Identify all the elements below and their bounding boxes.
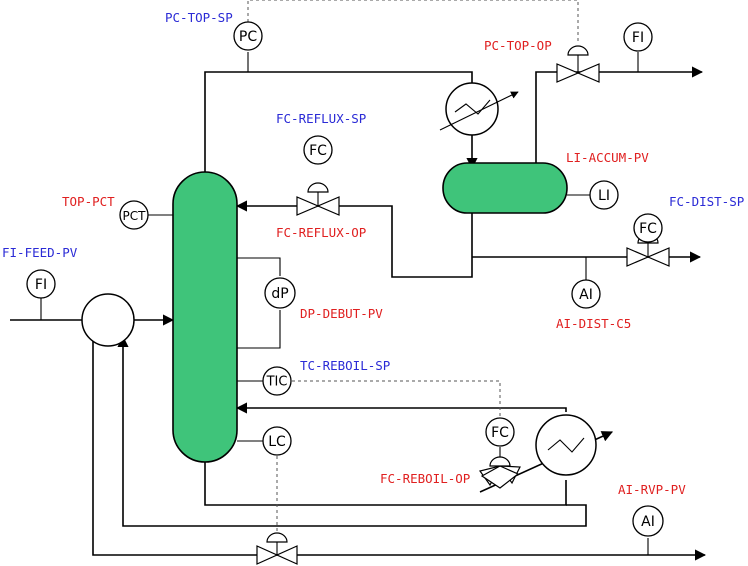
tag-dp-debut-pv: DP-DEBUT-PV — [300, 306, 383, 321]
lc-bottoms-valve[interactable] — [256, 532, 298, 565]
fi-top-label: FI — [632, 30, 644, 46]
fc-reflux-instrument[interactable]: FC — [303, 135, 333, 165]
reboiler-return-line — [235, 402, 567, 414]
tag-ai-rvp-pv: AI-RVP-PV — [618, 482, 686, 497]
ai-rvp-instrument[interactable]: AI — [632, 505, 664, 537]
fc-reflux-valve[interactable] — [296, 182, 340, 216]
tag-ai-dist-c5: AI-DIST-C5 — [556, 316, 631, 331]
ai-dist-label: AI — [579, 287, 593, 303]
fc-reboil-instrument[interactable]: FC — [485, 417, 515, 447]
tic-label: TIC — [266, 375, 288, 390]
bottoms-product-line — [92, 338, 707, 561]
pc-signal-line — [247, 0, 579, 43]
lc-instrument[interactable]: LC — [262, 426, 292, 456]
pct-label: PCT — [123, 209, 147, 223]
tag-pc-top-op: PC-TOP-OP — [484, 38, 552, 53]
ai-rvp-label: AI — [641, 514, 655, 530]
dp-instrument[interactable]: dP — [264, 277, 296, 309]
lc-label: LC — [268, 434, 286, 450]
ai-dist-instrument[interactable]: AI — [571, 279, 601, 309]
tic-instrument[interactable]: TIC — [262, 366, 292, 396]
fi-top-instrument[interactable]: FI — [623, 22, 653, 52]
reboiler — [535, 414, 597, 476]
tag-fc-reboil-op: FC-REBOIL-OP — [380, 471, 470, 486]
fc-reboil-valve[interactable] — [478, 456, 521, 489]
dp-label: dP — [271, 286, 288, 302]
fi-feed-instrument[interactable]: FI — [26, 269, 56, 299]
bottoms-line — [204, 458, 567, 506]
tag-fc-dist-sp: FC-DIST-SP — [669, 194, 744, 209]
tag-pc-top-sp: PC-TOP-SP — [165, 10, 233, 25]
tag-li-accum-pv: LI-ACCUM-PV — [566, 150, 649, 165]
li-instrument[interactable]: LI — [589, 180, 619, 210]
fc-reboil-label: FC — [491, 425, 509, 441]
tic-signal-line — [292, 380, 501, 418]
fc-reflux-label: FC — [309, 143, 327, 159]
pct-instrument[interactable]: PCT — [119, 200, 149, 230]
tag-tc-reboil-sp: TC-REBOIL-SP — [300, 358, 390, 373]
pc-instrument[interactable]: PC — [233, 21, 263, 51]
condenser — [439, 82, 519, 136]
li-label: LI — [598, 188, 610, 204]
fc-dist-instrument[interactable]: FC — [633, 213, 663, 243]
pc-top-valve[interactable] — [556, 45, 600, 83]
bottoms-loop-line — [117, 335, 587, 527]
tag-fc-reflux-op: FC-REFLUX-OP — [276, 225, 366, 240]
fi-feed-label: FI — [35, 277, 47, 293]
distillation-column — [172, 171, 238, 463]
pc-label: PC — [239, 29, 257, 45]
feed-preheater — [81, 293, 135, 347]
reflux-accumulator — [442, 162, 568, 214]
tag-fc-reflux-sp: FC-REFLUX-SP — [276, 111, 366, 126]
tag-top-pct: TOP-PCT — [62, 194, 115, 209]
vent-line — [535, 66, 704, 168]
tag-fi-feed-pv: FI-FEED-PV — [2, 245, 78, 260]
dp-tap-line — [237, 257, 281, 349]
reflux-line — [235, 200, 473, 278]
fc-dist-label: FC — [639, 221, 657, 237]
